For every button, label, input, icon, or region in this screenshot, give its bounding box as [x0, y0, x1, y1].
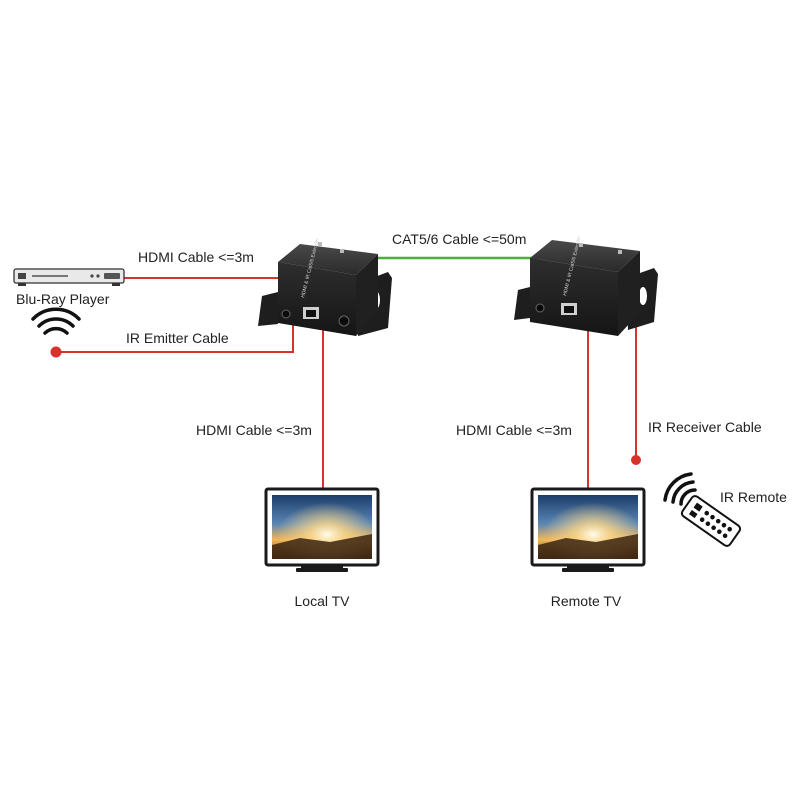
receiver-box: HDMI & IR Cat5/6 Extender [514, 235, 658, 336]
cables [50, 256, 641, 490]
label-local-tv: Local TV [295, 593, 351, 609]
label-hdmi-remote: HDMI Cable <=3m [456, 422, 572, 438]
blu-ray-player-icon [13, 268, 125, 286]
ir-wave-icon [31, 307, 81, 335]
ir-emitter-end [50, 346, 62, 358]
tv-icon-local [264, 487, 380, 572]
label-ir-emitter: IR Emitter Cable [126, 330, 229, 346]
ir-receiver-end [631, 455, 641, 465]
ir-remote-icon [663, 472, 742, 547]
label-cat-cable: CAT5/6 Cable <=50m [392, 231, 526, 247]
label-hdmi-local: HDMI Cable <=3m [196, 422, 312, 438]
label-ir-remote: IR Remote [720, 489, 787, 505]
label-ir-receiver: IR Receiver Cable [648, 419, 762, 435]
label-hdmi-source: HDMI Cable <=3m [138, 249, 254, 265]
label-remote-tv: Remote TV [551, 593, 622, 609]
label-blu-ray-player: Blu-Ray Player [16, 291, 110, 307]
tv-icon-remote [530, 487, 646, 572]
transmitter-box: HDMI & IR Cat5/6 Extender [258, 237, 392, 336]
ir-emitter-cable [56, 318, 294, 353]
